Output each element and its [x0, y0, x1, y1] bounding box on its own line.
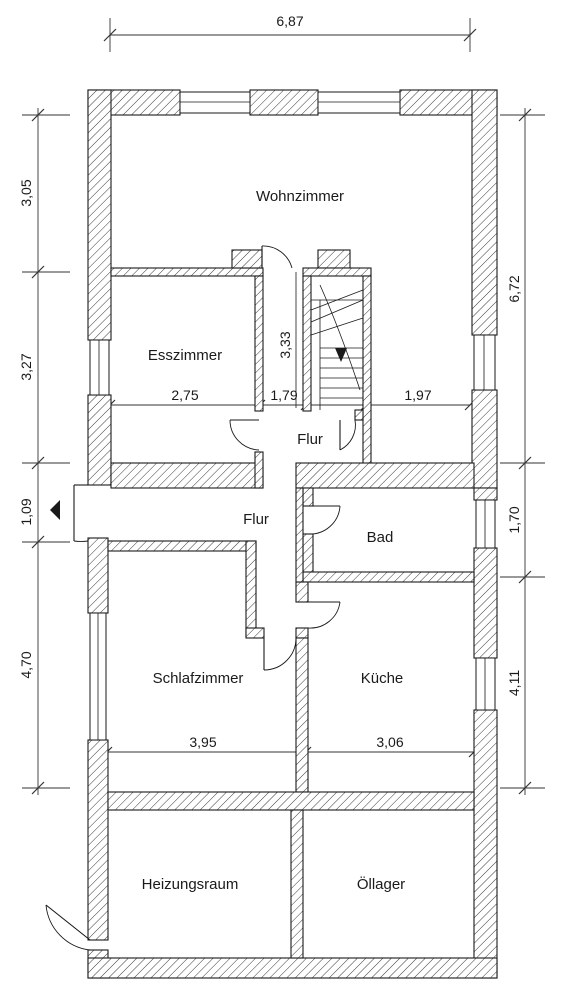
room-label-flur-upper: Flur — [297, 431, 323, 448]
room-label-esszimmer: Esszimmer — [148, 347, 222, 364]
dim-kueche-width: 3,06 — [376, 734, 403, 750]
room-label-flur-lower: Flur — [243, 511, 269, 528]
room-label-wohnzimmer: Wohnzimmer — [256, 188, 344, 205]
dim-right-kueche: 4,11 — [506, 670, 522, 696]
entrance-arrow-icon — [50, 500, 60, 520]
staircase — [310, 284, 364, 410]
dim-top-width: 6,87 — [276, 13, 303, 29]
room-label-heizungsraum: Heizungsraum — [142, 876, 239, 893]
dimension-lines — [22, 18, 545, 795]
dim-left-esszimmer: 3,27 — [18, 353, 34, 380]
dim-left-flur: 1,09 — [18, 498, 34, 525]
window-right-bad — [475, 499, 496, 549]
windows — [89, 91, 496, 741]
room-label-kueche: Küche — [361, 670, 404, 687]
dim-left-schlafzimmer: 4,70 — [18, 651, 34, 678]
stair-direction-arrow-icon — [335, 348, 347, 362]
dim-right-upper: 6,72 — [506, 275, 522, 302]
window-right-kueche — [475, 657, 496, 711]
dim-esszimmer-width: 2,75 — [171, 387, 198, 403]
window-left-esszimmer — [89, 339, 110, 396]
window-top-left — [179, 91, 251, 114]
doors — [45, 245, 356, 951]
walls — [87, 89, 498, 979]
dim-flur-width: 1,79 — [270, 387, 297, 403]
room-label-bad: Bad — [367, 529, 394, 546]
dim-schlafzimmer-width: 3,95 — [189, 734, 216, 750]
dim-stair-height: 3,33 — [277, 331, 293, 358]
window-right-wohnzimmer — [473, 334, 496, 391]
room-label-oellager: Öllager — [357, 875, 405, 893]
window-top-right — [317, 91, 401, 114]
dim-right-bad: 1,70 — [506, 506, 522, 533]
dim-left-wohnzimmer: 3,05 — [18, 179, 34, 206]
room-labels: Wohnzimmer Esszimmer Flur Flur Bad Schla… — [142, 188, 406, 893]
dimension-labels: 6,87 3,05 3,27 1,09 4,70 6,72 1,70 4,11 … — [18, 13, 522, 750]
room-label-schlafzimmer: Schlafzimmer — [153, 670, 244, 687]
dim-wohn-right-width: 1,97 — [404, 387, 431, 403]
